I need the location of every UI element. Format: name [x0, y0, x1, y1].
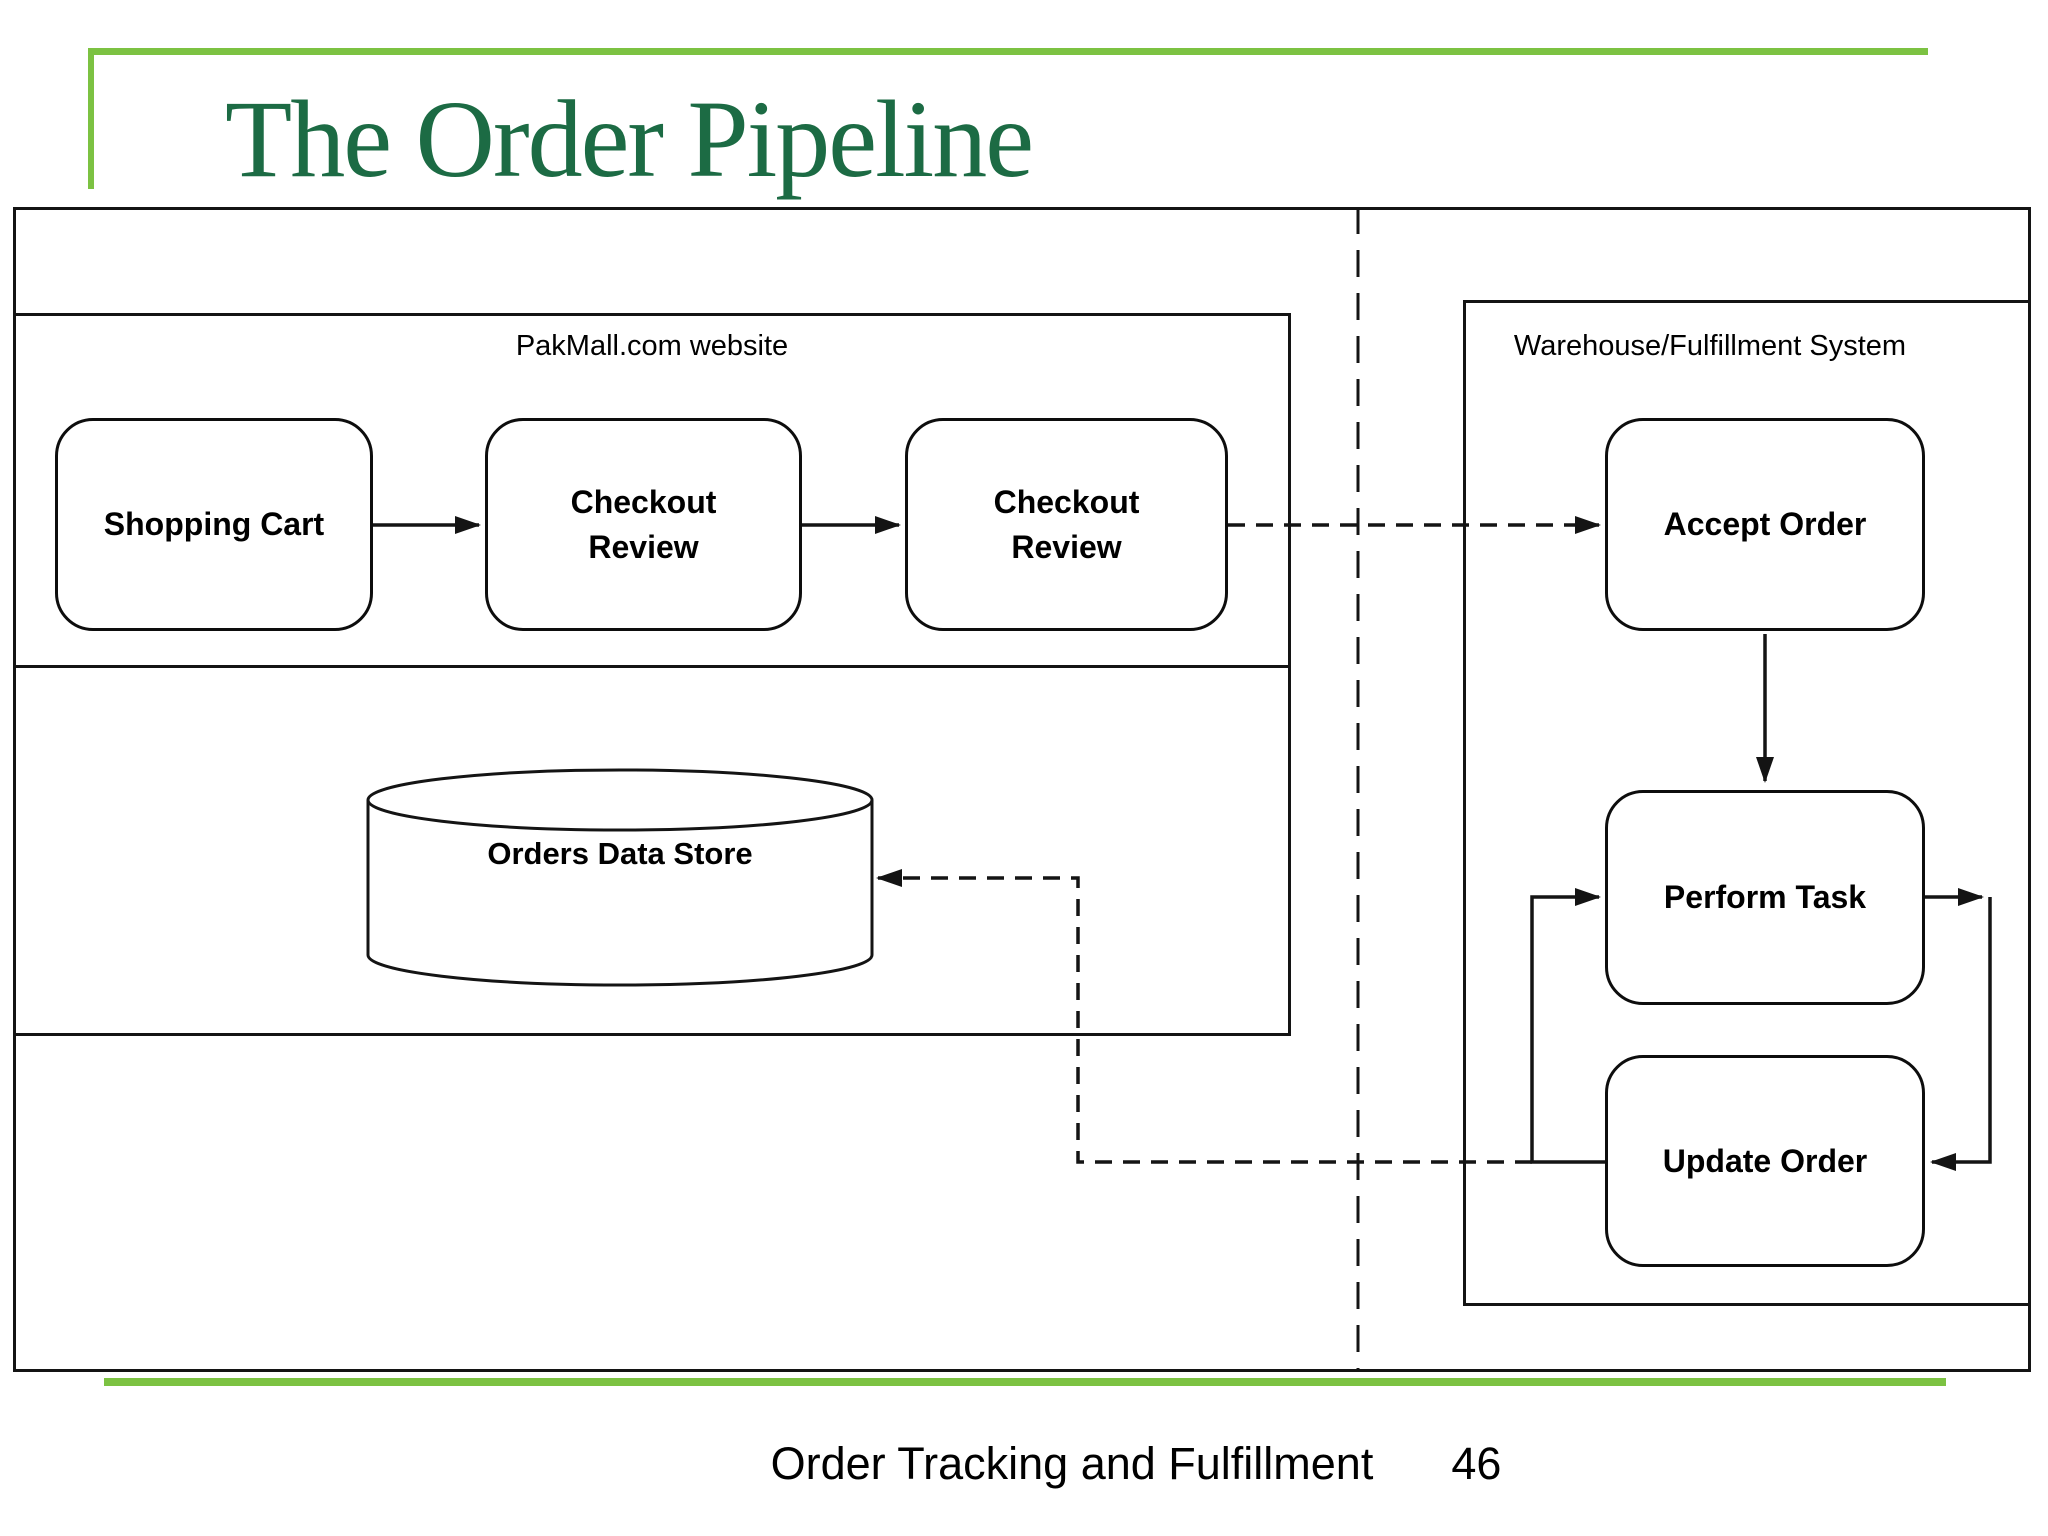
warehouse-system-label: Warehouse/Fulfillment System [1513, 330, 1907, 362]
node-update-order-label: Update Order [1662, 1142, 1868, 1179]
node-accept-order-label: Accept Order [1663, 506, 1867, 543]
node-perform-task: Perform Task [1605, 790, 1925, 1005]
node-accept-order: Accept Order [1605, 418, 1925, 631]
page-title: The Order Pipeline [225, 78, 1034, 200]
edge-update-order-to-perform-task [1530, 888, 1605, 1164]
accent-line-top [88, 48, 1928, 55]
orders-data-store-label: Orders Data Store [487, 836, 753, 871]
node-checkout-review-1-label: Checkout Review [570, 484, 717, 565]
node-checkout-review-2-label: Checkout Review [993, 484, 1140, 565]
footer-text: Order Tracking and Fulfillment [770, 1438, 1374, 1489]
edge-update-order-to-orders-data-store [876, 869, 1532, 1164]
node-checkout-review-2: Checkout Review [905, 418, 1228, 631]
warehouse-system-container [1463, 300, 2031, 1306]
footer: Order Tracking and Fulfillment 46 [0, 1438, 2048, 1490]
accent-line-bottom [104, 1378, 1946, 1386]
node-update-order: Update Order [1605, 1055, 1925, 1267]
node-checkout-review-1: Checkout Review [485, 418, 802, 631]
pakmall-system-container [13, 313, 1291, 1036]
footer-page-number: 46 [1451, 1438, 1502, 1489]
node-shopping-cart: Shopping Cart [55, 418, 373, 631]
orders-data-store-cylinder [366, 768, 874, 987]
pakmall-lane-divider [13, 665, 1291, 668]
footer-inner: Order Tracking and Fulfillment 46 [771, 1438, 1502, 1489]
pakmall-system-label: PakMall.com website [515, 330, 789, 362]
node-perform-task-label: Perform Task [1663, 879, 1867, 916]
node-shopping-cart-label: Shopping Cart [103, 506, 325, 543]
edge-right-loop-into-update-order [1930, 897, 1992, 1171]
accent-line-left [88, 48, 94, 189]
